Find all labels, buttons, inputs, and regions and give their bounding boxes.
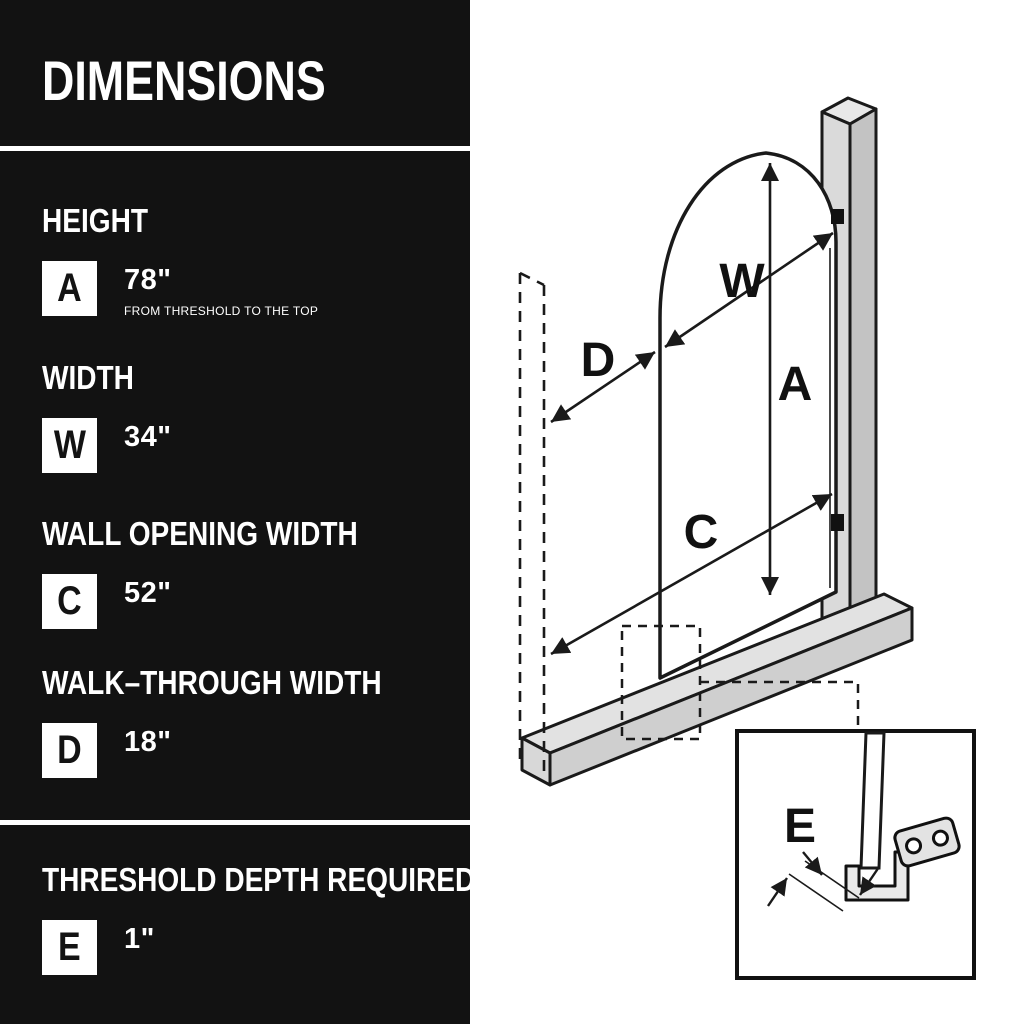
spec-walk-through-width-row: D 18" bbox=[42, 723, 442, 778]
divider-bottom bbox=[0, 820, 470, 825]
spec-wall-opening-width: WALL OPENING WIDTH C 52" bbox=[42, 515, 414, 629]
spec-wall-opening-width-row: C 52" bbox=[42, 574, 414, 629]
spec-wall-opening-width-value-wrap: 52" bbox=[124, 574, 172, 610]
spec-walk-through-width-value: 18" bbox=[124, 726, 172, 758]
spec-width-letter: W bbox=[53, 423, 86, 467]
dim-line-walkthrough-d bbox=[550, 350, 656, 424]
spec-width-label: WIDTH bbox=[42, 359, 134, 396]
spec-walk-through-width-letter: D bbox=[57, 728, 82, 772]
diagram-label-d: D bbox=[581, 334, 616, 387]
dim-line-wallopening-c bbox=[550, 492, 833, 656]
spec-wall-opening-width-letter-box: C bbox=[42, 574, 97, 629]
diagram-label-c: C bbox=[684, 506, 719, 559]
hinge-bottom bbox=[831, 514, 844, 531]
spec-width-letter-box: W bbox=[42, 418, 97, 473]
spec-walk-through-width-letter-box: D bbox=[42, 723, 97, 778]
spec-height-letter: A bbox=[57, 266, 82, 310]
spec-height-note: FROM THRESHOLD TO THE TOP bbox=[124, 304, 319, 318]
diagram-label-a: A bbox=[778, 358, 813, 411]
divider-top bbox=[0, 146, 470, 151]
detail-inset: E bbox=[735, 729, 976, 980]
spec-threshold-depth-letter: E bbox=[58, 925, 81, 969]
spec-height-letter-box: A bbox=[42, 261, 97, 316]
bracket-hole-left bbox=[905, 837, 923, 855]
inset-dim-arrow-lower bbox=[767, 877, 788, 907]
inset-ext-line-2 bbox=[804, 860, 860, 899]
detail-connector bbox=[700, 680, 860, 731]
diagram-label-e: E bbox=[784, 800, 816, 853]
spec-height-label: HEIGHT bbox=[42, 202, 148, 239]
hinge-top bbox=[831, 209, 844, 224]
dim-line-width-w bbox=[664, 231, 834, 349]
spec-width-row: W 34" bbox=[42, 418, 172, 473]
spec-walk-through-width-value-wrap: 18" bbox=[124, 723, 172, 759]
spec-height-value-wrap: 78" FROM THRESHOLD TO THE TOP bbox=[124, 261, 318, 318]
spec-threshold-depth-label: THRESHOLD DEPTH REQUIRED bbox=[42, 861, 476, 898]
spec-threshold-depth-value: 1" bbox=[124, 923, 155, 955]
spec-threshold-depth-row: E 1" bbox=[42, 920, 552, 975]
page-title: DIMENSIONS bbox=[42, 49, 326, 112]
ghost-wall-dashed bbox=[518, 271, 546, 778]
spec-walk-through-width-label: WALK–THROUGH WIDTH bbox=[42, 664, 382, 701]
spec-wall-opening-width-value: 52" bbox=[124, 577, 172, 609]
spec-width-value-wrap: 34" bbox=[124, 418, 172, 454]
inset-glass-edge bbox=[859, 731, 886, 870]
spec-width-value: 34" bbox=[124, 421, 172, 453]
diagram-label-w: W bbox=[719, 255, 765, 308]
spec-threshold-depth-value-wrap: 1" bbox=[124, 920, 155, 956]
isometric-diagram: W A D C E bbox=[518, 96, 976, 980]
spec-threshold-depth: THRESHOLD DEPTH REQUIRED E 1" bbox=[42, 861, 552, 975]
spec-threshold-depth-letter-box: E bbox=[42, 920, 97, 975]
inset-bracket bbox=[893, 816, 961, 868]
inset-dim-arrow-upper bbox=[859, 866, 880, 896]
spec-height-row: A 78" FROM THRESHOLD TO THE TOP bbox=[42, 261, 318, 318]
spec-width: WIDTH W 34" bbox=[42, 359, 172, 473]
spec-wall-opening-width-letter: C bbox=[57, 579, 82, 623]
glass-panel bbox=[658, 151, 838, 680]
isometric-diagram-area: W A D C E bbox=[470, 0, 1024, 1024]
spec-height: HEIGHT A 78" FROM THRESHOLD TO THE TOP bbox=[42, 202, 318, 318]
inset-ext-line-1 bbox=[788, 873, 844, 912]
spec-wall-opening-width-label: WALL OPENING WIDTH bbox=[42, 515, 358, 552]
bracket-hole-right bbox=[931, 829, 949, 847]
spec-height-value: 78" bbox=[124, 264, 172, 296]
dimensions-panel: DIMENSIONS HEIGHT A 78" FROM THRESHOLD T… bbox=[0, 0, 475, 1024]
spec-walk-through-width: WALK–THROUGH WIDTH D 18" bbox=[42, 664, 442, 778]
